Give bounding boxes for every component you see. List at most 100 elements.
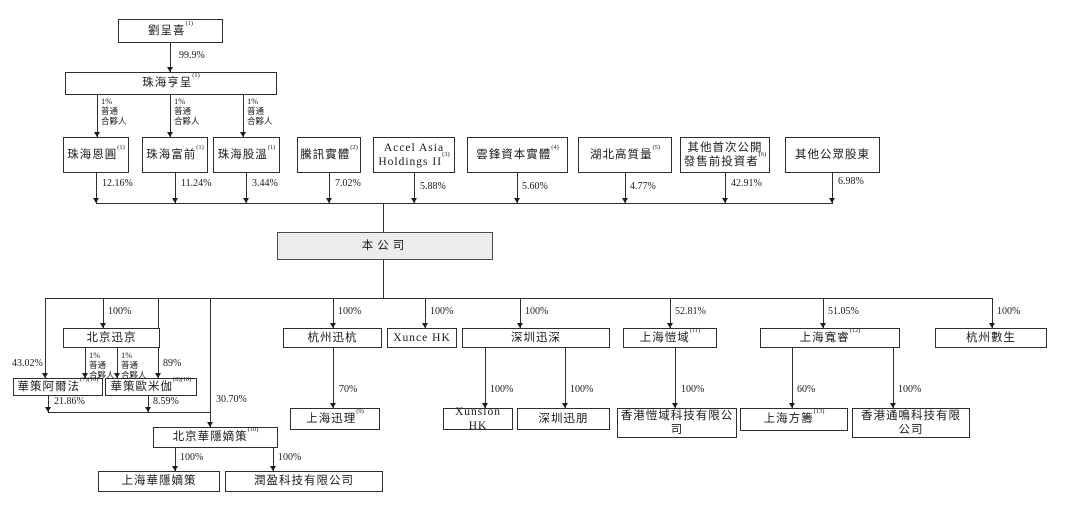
arrowhead-down-icon [114,373,120,378]
footnote-ref: (1) [117,143,125,151]
footnote-ref: (10) [247,426,259,434]
edge-line [792,348,793,408]
node-label: 潤盈科技有限公司 [254,474,354,488]
arrowhead-down-icon [722,198,728,203]
node-yunfeng-capital: 雲鋒資本實體(4) [467,137,568,173]
general-partner-label-line: 合夥人 [89,370,115,381]
arrowhead-down-icon [989,323,995,328]
ownership-percentage-label: 100% [430,306,454,317]
node-label: 上海寬睿(12) [800,327,861,345]
edge-line [333,348,334,408]
arrowhead-down-icon [172,466,178,471]
arrowhead-down-icon [667,323,673,328]
arrowhead-down-icon [326,198,332,203]
general-partner-label: 1%普通合夥人 [247,96,273,127]
footnote-ref: (1) [267,143,276,151]
node-label: 香港通鳴科技有限公司 [855,409,967,438]
arrowhead-down-icon [145,407,151,412]
general-partner-label-line: 普通 [247,106,265,117]
node-label: 其他首次公開發售前投資者(6) [684,141,767,170]
ownership-percentage-label: 100% [570,384,594,395]
ownership-percentage-label: 100% [997,306,1021,317]
node-label: 上海愷域(11) [639,327,701,345]
node-hk-tongming-tech: 香港通鳴科技有限公司 [852,408,970,438]
node-other-public: 其他公眾股東 [785,137,880,173]
arrowhead-down-icon [94,132,100,137]
general-partner-label-line: 合夥人 [121,370,147,381]
node-label-line: 發售前投資者 [683,156,759,168]
ownership-percentage-label: 43.02% [12,358,43,369]
arrowhead-down-icon [270,466,276,471]
node-zhuhai-hengcheng: 珠海亨呈(1) [65,72,277,95]
node-shanghai-kuanrui: 上海寬睿(12) [760,327,900,348]
node-label-line: 其他首次公開 [687,141,763,154]
footnote-ref: (7)(10) [80,375,99,383]
general-partner-label-line: 普通 [101,106,119,117]
edge-line [48,396,49,412]
edge-line [823,298,824,328]
arrowhead-down-icon [240,132,246,137]
arrowhead-down-icon [45,407,51,412]
ownership-percentage-label: 100% [338,306,362,317]
edge-line [517,173,518,203]
node-label-line: 深圳迅深 [511,331,561,344]
footnote-ref: (9) [356,407,364,415]
node-label-line: 上海方籌 [763,413,814,426]
node-label-line: 劉呈喜 [147,24,186,37]
node-label-line: 華策歐米伽 [110,380,174,393]
node-label: 珠海恩圓(1) [67,144,125,162]
edge-line [333,298,334,328]
node-label: 珠海股溫(1) [218,144,276,162]
footnote-ref: (3) [442,151,450,159]
node-label: 杭州數生 [966,331,1016,345]
node-hangzhou-shusheng: 杭州數生 [935,328,1047,348]
edge-line [485,348,486,408]
node-label-line: 杭州迅杭 [307,331,358,344]
arrowhead-down-icon [207,422,213,427]
node-label-line: 雲鋒資本實體 [476,148,552,161]
edge-line [210,298,211,427]
arrowhead-down-icon [42,373,48,378]
edge-line [383,203,384,232]
node-label-line: 上海愷域 [639,331,690,344]
arrowhead-down-icon [514,198,520,203]
node-label: 雲鋒資本實體(4) [476,144,559,162]
general-partner-label-line: 1% [101,96,113,106]
node-label: 湖北高質量(5) [590,144,660,162]
node-label: 北京迅京 [87,331,137,345]
arrowhead-down-icon [482,403,488,408]
node-other-preipo: 其他首次公開發售前投資者(6) [680,137,770,173]
edge-line [96,173,97,203]
node-label-line: 香港愷域科技有限公司 [620,409,734,436]
node-label: 深圳迅深 [511,331,561,345]
arrowhead-down-icon [100,323,106,328]
node-label: 北京華隱嫡策(10) [172,427,259,444]
footnote-ref: (8)(10) [173,375,192,383]
node-label-line: 珠海富前 [146,148,197,161]
node-runying-tech: 潤盈科技有限公司 [225,471,383,492]
arrowhead-down-icon [82,373,88,378]
footnote-ref: (11) [689,326,701,334]
ownership-percentage-label: 70% [339,384,358,395]
node-label-line: 騰訊實體 [300,148,351,161]
node-label: 杭州迅杭 [308,331,358,345]
ownership-percentage-label: 100% [278,452,302,463]
ownership-percentage-label: 30.70% [216,394,247,405]
ownership-percentage-label: 7.02% [335,178,361,189]
node-beijing-huayince: 北京華隱嫡策(10) [153,427,278,448]
node-label-line: 潤盈科技有限公司 [254,475,354,488]
ownership-percentage-label: 100% [525,306,549,317]
node-label-line: 珠海亨呈 [142,77,193,90]
node-hangzhou-xunhang: 杭州迅杭 [283,328,382,348]
edge-line [425,298,426,328]
node-label-line: 珠海恩圓 [67,148,118,161]
arrowhead-down-icon [167,132,173,137]
node-shanghai-kaiyu: 上海愷域(11) [623,327,717,348]
node-label: 深圳迅朋 [539,412,589,426]
arrowhead-down-icon [789,403,795,408]
edge-line [175,448,176,471]
arrowhead-down-icon [330,403,336,408]
node-label-line: 北京華隱嫡策 [172,431,248,444]
node-shanghai-huayince: 上海華隱嫡策 [98,471,220,492]
